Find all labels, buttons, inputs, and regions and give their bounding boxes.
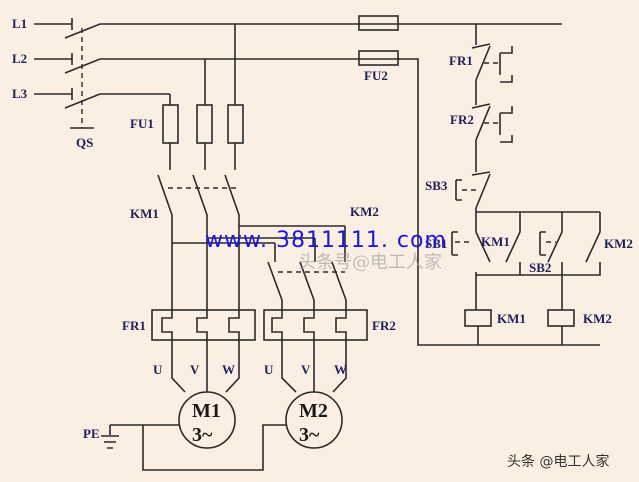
label-u2: U — [264, 362, 274, 377]
control-circuit — [451, 24, 601, 345]
overlay-watermark: 头条号@电工人家 — [298, 252, 442, 273]
label-fr1-ctrl: FR1 — [449, 53, 473, 68]
label-km2-aux: KM2 — [604, 236, 633, 251]
label-km2-main: KM2 — [350, 204, 379, 219]
fu1-fuses — [162, 24, 244, 170]
url-watermark: www. 3811111. com — [205, 228, 447, 253]
label-qs: QS — [76, 135, 93, 150]
km2-main-contacts — [267, 261, 347, 310]
motor-m1 — [178, 391, 236, 449]
label-v1: V — [190, 362, 200, 377]
label-l2: L2 — [12, 51, 27, 66]
label-sb1: SB1 — [425, 236, 447, 251]
label-v2: V — [301, 362, 311, 377]
label-sb3: SB3 — [425, 178, 448, 193]
label-fr2-ctrl: FR2 — [450, 112, 474, 127]
label-fu2: FU2 — [364, 68, 388, 83]
label-m2: M2 — [299, 400, 328, 422]
label-l3: L3 — [12, 86, 28, 101]
fu2-fuses — [358, 15, 600, 346]
label-fr1-main: FR1 — [122, 318, 146, 333]
source-credit: 头条 @电工人家 — [507, 454, 610, 470]
pe-wire — [110, 424, 287, 471]
fr-thermal-relays — [151, 309, 368, 393]
ground-icon — [101, 425, 119, 449]
motor-m2 — [285, 391, 343, 449]
label-km1-main: KM1 — [130, 206, 159, 221]
label-m2-phase: 3~ — [299, 424, 320, 446]
label-pe: PE — [83, 426, 100, 441]
label-fu1: FU1 — [130, 116, 154, 131]
label-w1: W — [222, 362, 235, 377]
label-u1: U — [153, 362, 163, 377]
label-fr2-main: FR2 — [372, 318, 396, 333]
label-km1-aux: KM1 — [481, 234, 510, 249]
label-m1-phase: 3~ — [192, 424, 213, 446]
qs-switch — [34, 18, 562, 129]
label-l1: L1 — [12, 16, 27, 31]
label-sb2: SB2 — [529, 260, 551, 275]
label-w2: W — [334, 362, 347, 377]
label-m1: M1 — [192, 400, 221, 422]
km1-main-contacts — [157, 174, 346, 310]
label-km1-coil: KM1 — [497, 311, 526, 326]
label-km2-coil: KM2 — [583, 311, 612, 326]
